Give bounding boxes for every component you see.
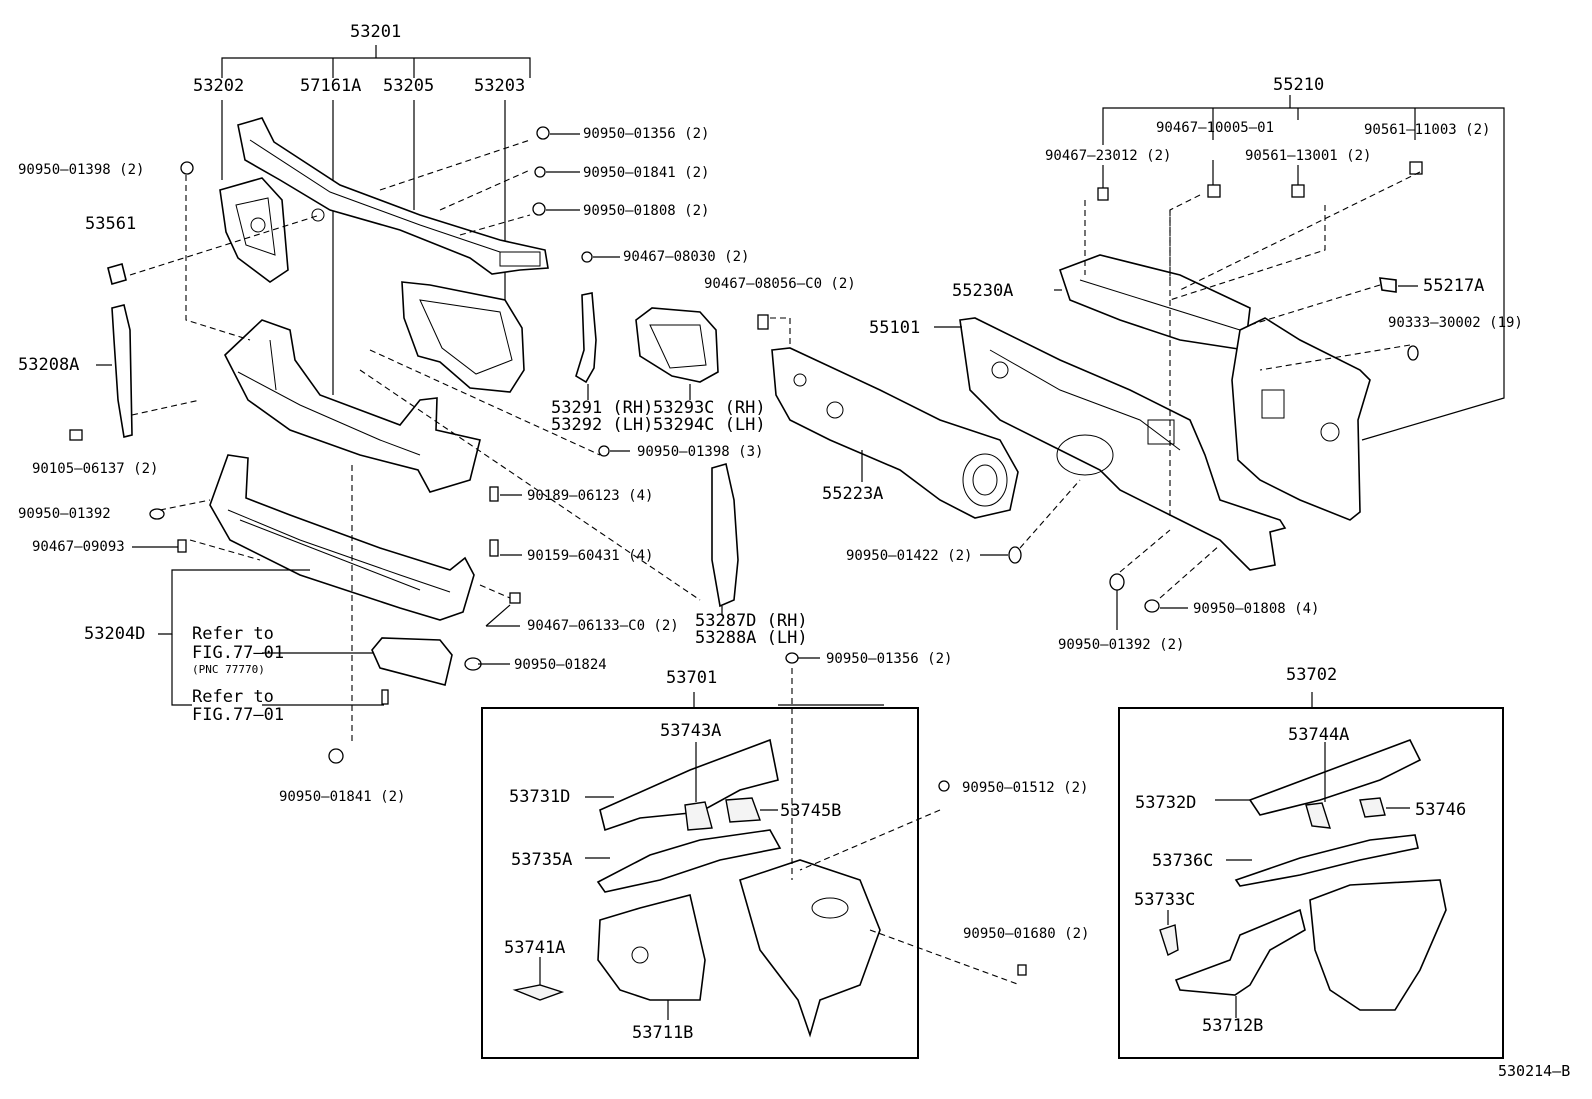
label-refer-1c: (PNC 77770) [192,663,265,676]
clip-90950-01398-l [180,161,194,175]
label-53736C: 53736C [1152,851,1214,871]
label-53741A: 53741A [504,938,566,958]
bracket-53201 [221,45,531,78]
group-box-53701 [481,707,919,1059]
clip-90467-08056 [757,314,769,330]
label-90561-13001: 90561–13001 (2) [1245,148,1372,164]
label-53288A: 53288A (LH) [695,628,808,648]
label-53735A: 53735A [511,850,573,870]
parts-53701-group [512,738,881,1038]
label-90950-01422: 90950–01422 (2) [846,548,973,564]
group-box-53702 [1118,707,1504,1059]
label-53201: 53201 [350,22,402,42]
label-53732D: 53732D [1135,793,1197,813]
label-55101: 55101 [869,318,921,338]
label-90467-10005: 90467–10005–01 [1156,120,1275,136]
bolt-90189-06123 [489,486,499,502]
clip-90467-09093 [177,539,187,553]
label-90950-01356-t: 90950–01356 (2) [583,126,710,142]
part-53291-bracket [575,292,597,384]
label-90333-30002: 90333–30002 (19) [1388,315,1523,331]
label-90950-01398-3: 90950–01398 (3) [637,444,764,460]
label-53203: 53203 [474,76,526,96]
label-53205: 53205 [383,76,435,96]
label-90467-23012: 90467–23012 (2) [1045,148,1172,164]
label-53294C: 53294C (LH) [653,415,766,435]
label-refer-1a: Refer to [192,624,274,644]
label-90159-60431: 90159–60431 (4) [527,548,654,564]
part-53293C-panel [635,307,719,383]
label-90467-06133: 90467–06133–C0 (2) [527,618,679,634]
label-53287D: 53287D (RH) [695,611,808,631]
label-90467-08056: 90467–08056–C0 (2) [704,276,856,292]
label-55223A: 55223A [822,484,884,504]
label-refer-2a: Refer to [192,687,274,707]
part-53202-left-panel [219,177,289,283]
label-53702: 53702 [1286,665,1338,685]
label-55217A: 55217A [1423,276,1485,296]
clip-90950-01841-b [328,748,344,764]
label-53711B: 53711B [632,1023,694,1043]
clip-55217A [1379,277,1397,293]
label-90950-01512: 90950–01512 (2) [962,780,1089,796]
label-53561: 53561 [85,214,137,234]
clip-90950-01392-l [149,508,165,520]
label-90950-01808-r: 90950–01808 (4) [1193,601,1320,617]
label-refer-1b: FIG.77–01 [192,643,285,663]
label-90950-01680: 90950–01680 (2) [963,926,1090,942]
label-90950-01824: 90950–01824 [514,657,607,673]
label-55230A: 55230A [952,281,1014,301]
label-53744A: 53744A [1288,725,1350,745]
part-55101-dash-panel [959,317,1287,571]
label-53292: 53292 (LH) [551,415,654,435]
part-55210-cowl [1231,317,1371,521]
label-55210: 55210 [1273,75,1325,95]
part-57161A-lower-frame [224,319,481,493]
label-53208A: 53208A [18,355,80,375]
label-53293C: 53293C (RH) [653,398,766,418]
parts-53702-group [1159,738,1447,1018]
bolt-90159-60431 [489,539,499,557]
label-90950-01841-b: 90950–01841 (2) [279,789,406,805]
label-90467-09093: 90467–09093 [32,539,125,555]
bolt-90467-06133 [509,592,521,604]
part-53205-upper-support [237,117,549,275]
label-53733C: 53733C [1134,890,1196,910]
label-53745B: 53745B [780,801,842,821]
part-53561-clip [107,263,127,285]
label-53746: 53746 [1415,800,1467,820]
diagram-id: 530214–B [1498,1062,1571,1080]
label-90950-01392-r: 90950–01392 (2) [1058,637,1185,653]
label-57161A: 57161A [300,76,362,96]
label-90950-01841-t: 90950–01841 (2) [583,165,710,181]
label-53731D: 53731D [509,787,571,807]
label-53291: 53291 (RH) [551,398,654,418]
bracket-55210 [1102,95,1505,441]
part-53287D-panel [711,462,739,608]
part-refer-fig77-bracket [371,637,453,686]
label-90105-06137: 90105–06137 (2) [32,461,159,477]
label-53712B: 53712B [1202,1016,1264,1036]
label-90950-01808-t: 90950–01808 (2) [583,203,710,219]
label-90467-08030: 90467–08030 (2) [623,249,750,265]
label-53743A: 53743A [660,721,722,741]
label-53202: 53202 [193,76,245,96]
label-90950-01392-l: 90950–01392 [18,506,111,522]
label-90561-11003: 90561–11003 (2) [1364,122,1491,138]
part-53203-right-panel [401,281,525,393]
part-53204D-crossmember [209,454,475,621]
label-90950-01356-m: 90950–01356 (2) [826,651,953,667]
bolt-90105-06137 [69,429,83,441]
label-refer-2b: FIG.77–01 [192,705,285,725]
label-53204D: 53204D [84,624,146,644]
part-53208A-bar [111,304,133,438]
label-53701: 53701 [666,668,718,688]
label-90950-01398-2: 90950–01398 (2) [18,162,145,178]
part-55223A-insulator [771,347,1019,519]
label-90189-06123: 90189–06123 (4) [527,488,654,504]
